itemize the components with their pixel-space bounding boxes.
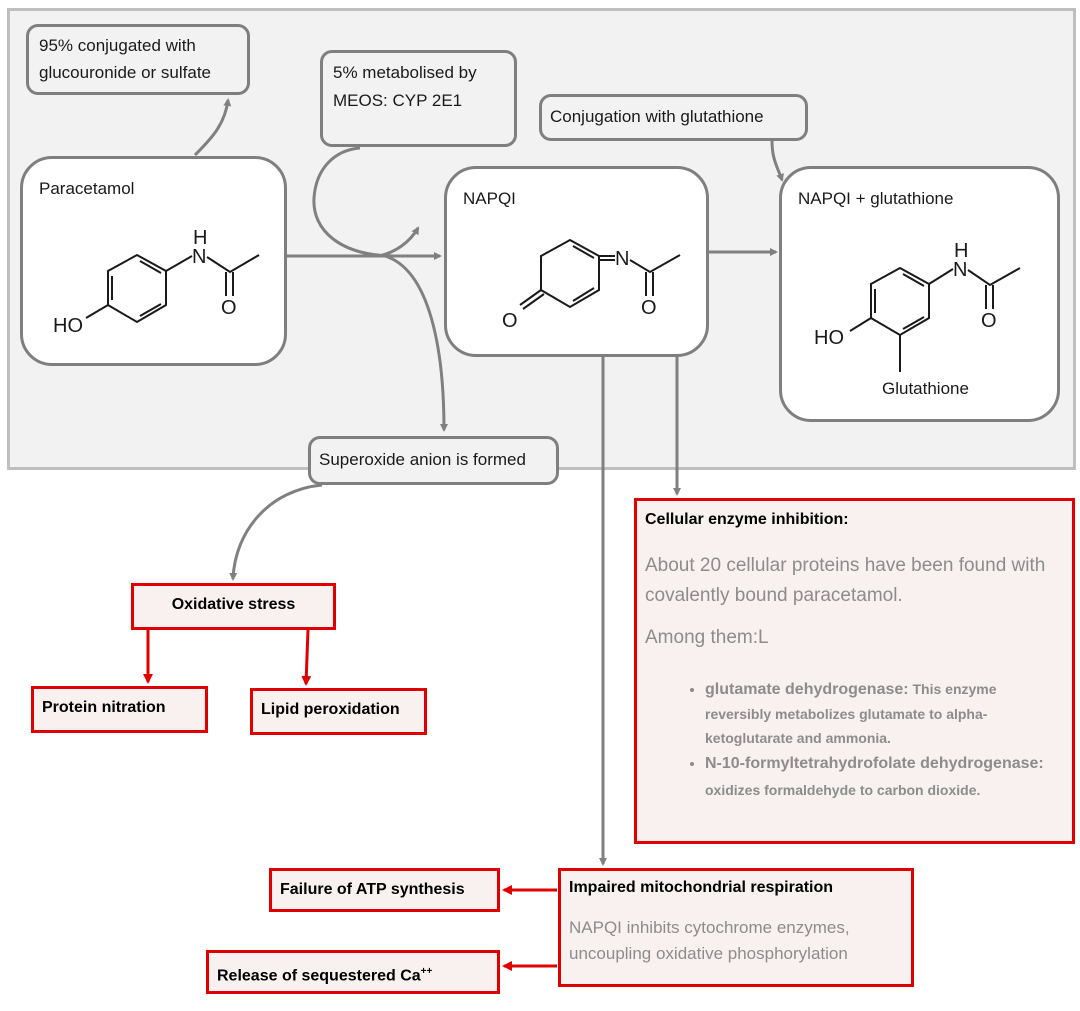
meos-box: 5% metabolised by MEOS: CYP 2E1 xyxy=(320,50,517,147)
atp-failure-text: Failure of ATP synthesis xyxy=(280,881,465,898)
enzyme-item-name: N-10-formyltetrahydrofolate dehydrogenas… xyxy=(705,755,1044,772)
paracetamol-label: Paracetamol xyxy=(39,179,135,198)
meos-line2: MEOS: CYP 2E1 xyxy=(333,91,463,110)
napqi-glutathione-label: NAPQI + glutathione xyxy=(798,189,954,208)
enzyme-item: N-10-formyltetrahydrofolate dehydrogenas… xyxy=(705,750,1064,804)
enzyme-list: glutamate dehydrogenase: This enzyme rev… xyxy=(645,677,1064,804)
protein-nitration-box: Protein nitration xyxy=(31,686,208,733)
meos-line1: 5% metabolised by xyxy=(333,63,477,82)
enzyme-item-desc: oxidizes formaldehyde to carbon dioxide. xyxy=(705,782,981,798)
enzyme-inhibition-box: Cellular enzyme inhibition: About 20 cel… xyxy=(634,498,1075,844)
calcium-release-box: Release of sequestered Ca++ xyxy=(206,950,500,994)
napqi-box: NAPQI xyxy=(444,166,709,357)
napqi-label: NAPQI xyxy=(463,189,516,208)
superoxide-box: Superoxide anion is formed xyxy=(308,436,559,485)
oxidative-stress-text: Oxidative stress xyxy=(171,596,296,613)
glutathione-conjugation-box: Conjugation with glutathione xyxy=(539,94,808,141)
enzyme-intro: About 20 cellular proteins have been fou… xyxy=(645,555,1046,606)
atp-failure-box: Failure of ATP synthesis xyxy=(269,868,500,912)
napqi-glutathione-box: NAPQI + glutathione xyxy=(779,166,1060,422)
lipid-peroxidation-box: Lipid peroxidation xyxy=(250,688,427,735)
conjugated-text: 95% conjugated with glucouronide or sulf… xyxy=(39,36,212,82)
protein-nitration-text: Protein nitration xyxy=(42,699,166,716)
mitochondrial-title: Impaired mitochondrial respiration xyxy=(569,879,834,896)
mitochondrial-text: NAPQI inhibits cytochrome enzymes, uncou… xyxy=(569,918,850,963)
enzyme-item-name: glutamate dehydrogenase: xyxy=(705,681,909,698)
enzyme-among: Among them:L xyxy=(645,627,769,648)
glutathione-conjugation-text: Conjugation with glutathione xyxy=(550,107,764,126)
mitochondrial-box: Impaired mitochondrial respiration NAPQI… xyxy=(558,868,914,987)
arrow-oxidative-lipid xyxy=(301,629,312,686)
conjugated-box: 95% conjugated with glucouronide or sulf… xyxy=(26,24,250,95)
arrow-superoxide-oxidative xyxy=(229,483,323,581)
calcium-superscript: ++ xyxy=(420,966,433,977)
enzyme-title: Cellular enzyme inhibition: xyxy=(645,511,849,528)
enzyme-item: glutamate dehydrogenase: This enzyme rev… xyxy=(705,677,1064,750)
enzyme-item-desc: This enzyme reversibly metabolizes gluta… xyxy=(705,681,997,746)
paracetamol-box: Paracetamol xyxy=(20,156,287,366)
oxidative-stress-box: Oxidative stress xyxy=(131,583,336,630)
lipid-peroxidation-text: Lipid peroxidation xyxy=(261,701,400,718)
superoxide-text: Superoxide anion is formed xyxy=(319,450,526,469)
calcium-release-text: Release of sequestered Ca xyxy=(217,967,421,985)
